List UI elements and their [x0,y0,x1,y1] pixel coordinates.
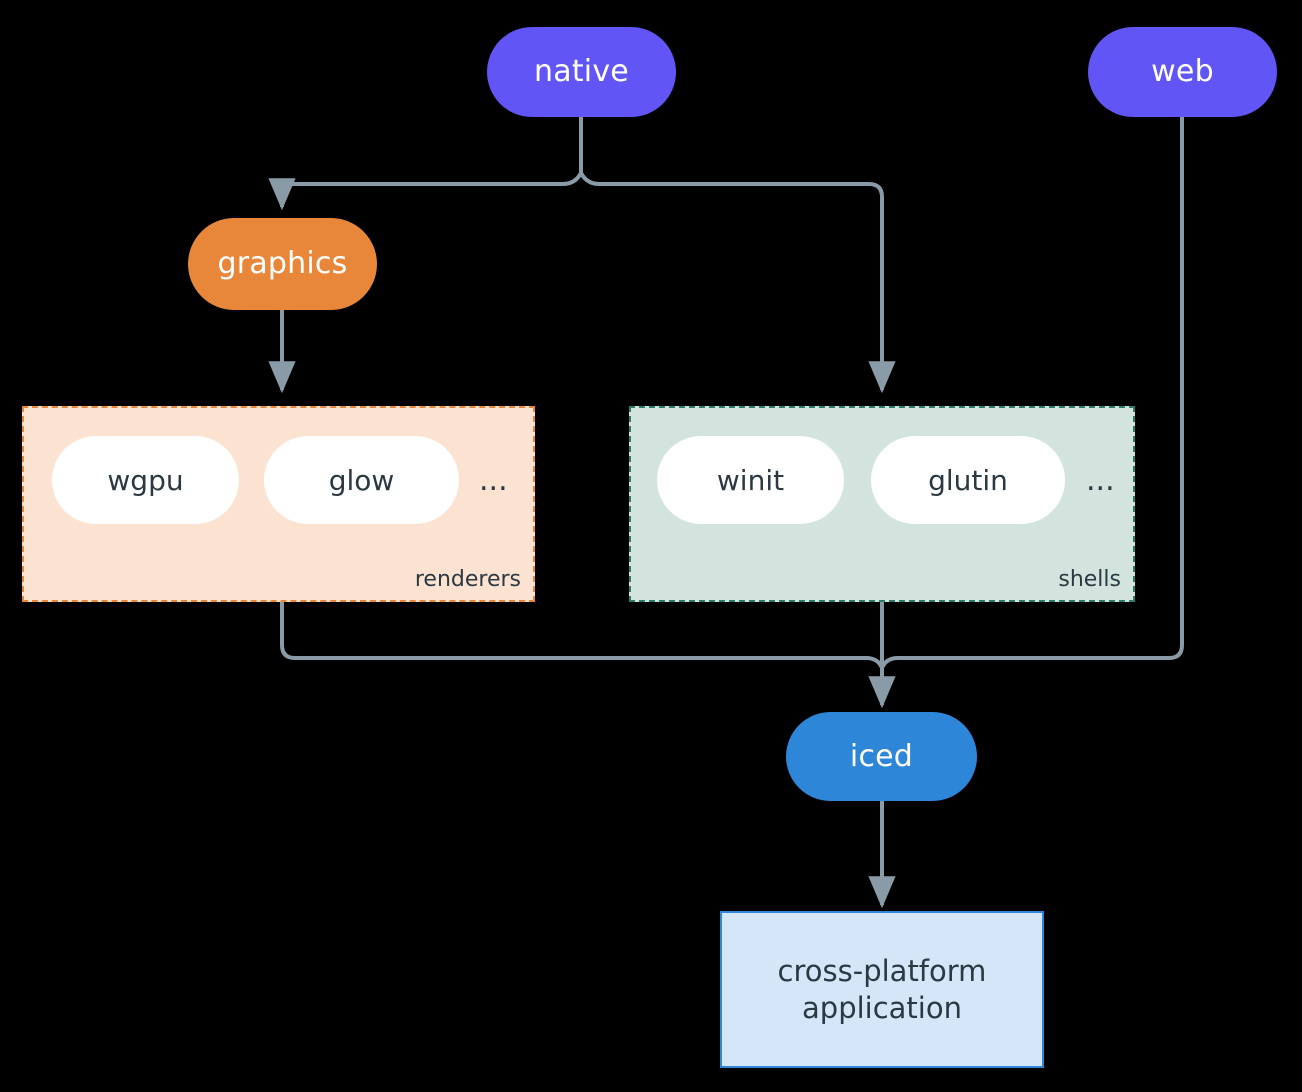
node-iced[interactable]: iced [786,712,977,801]
edge-merge-fillet-right [880,656,899,669]
edge-native-to-graphics [268,171,583,211]
cluster-item-glow-label: glow [328,463,395,497]
node-graphics-label: graphics [217,246,348,282]
edge-merge-fillet-left [865,656,884,669]
cluster-renderers: wgpu glow ... renderers [22,406,535,602]
cluster-item-winit[interactable]: winit [657,436,844,524]
node-application-label-line1: cross-platform [777,954,987,989]
cluster-item-glutin[interactable]: glutin [871,436,1065,524]
edge-native-to-shells [579,171,896,394]
cluster-item-glow[interactable]: glow [264,436,459,524]
node-iced-label: iced [849,738,914,774]
cluster-renderers-overflow: ... [479,463,508,498]
node-native[interactable]: native [487,27,676,117]
cluster-item-wgpu-label: wgpu [107,463,184,497]
node-native-label: native [534,54,629,90]
cluster-item-wgpu[interactable]: wgpu [52,436,239,524]
cluster-shells-overflow: ... [1086,463,1115,498]
cluster-shells: winit glutin ... shells [629,406,1135,602]
node-web[interactable]: web [1088,27,1277,117]
cluster-item-glutin-label: glutin [928,463,1008,497]
cluster-item-winit-label: winit [716,463,785,497]
cluster-shells-label: shells [1058,567,1121,592]
node-application[interactable]: cross-platform application [720,911,1044,1068]
cluster-renderers-label: renderers [414,567,521,592]
node-application-label-line2: application [802,990,962,1025]
node-graphics[interactable]: graphics [188,218,377,310]
node-web-label: web [1151,54,1214,90]
edge-renderers-to-iced [280,602,866,660]
